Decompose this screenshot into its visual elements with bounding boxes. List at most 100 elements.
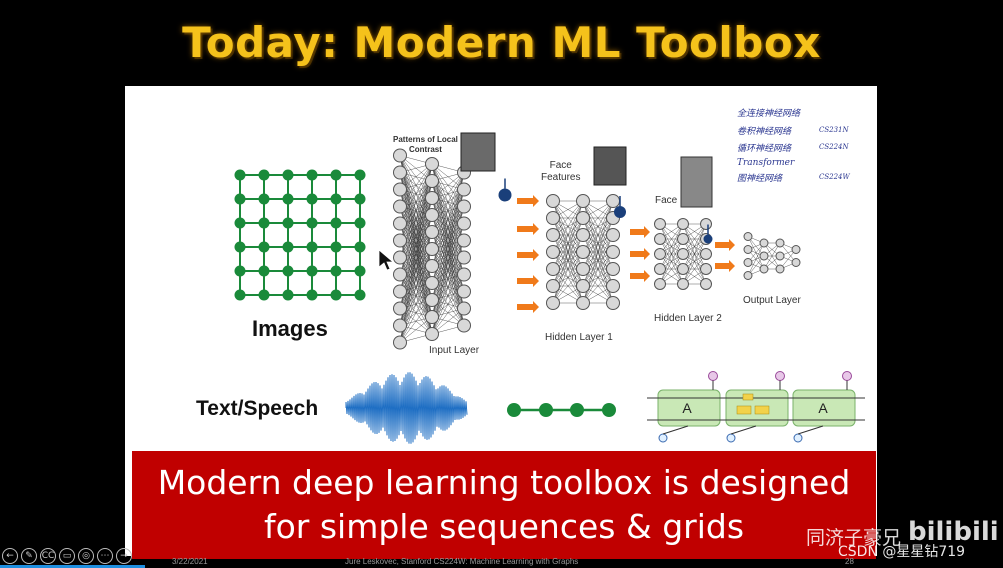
rnn-output-node: [708, 371, 718, 381]
images-label: Images: [252, 316, 328, 341]
grid-node: [330, 169, 342, 181]
footer-author: Jure Leskovec, Stanford CS224W: Machine …: [345, 557, 579, 566]
grid-node: [330, 193, 342, 205]
local-contrast-thumbnail: [460, 132, 496, 172]
grid-node: [330, 265, 342, 277]
lstm-gate: [742, 393, 754, 401]
more-icon[interactable]: ⋯: [97, 548, 113, 564]
rnn-input-node: [658, 433, 668, 443]
grid-node: [258, 217, 270, 229]
input-net-node: [425, 225, 439, 239]
input-net-edge: [399, 282, 433, 343]
next-slide-icon[interactable]: →: [116, 548, 132, 564]
hidden1-net-node: [546, 228, 560, 242]
zoom-icon[interactable]: ◎: [78, 548, 94, 564]
screen-icon[interactable]: ▭: [59, 548, 75, 564]
hidden2-net-edge: [682, 223, 707, 285]
hidden2-net-edge: [659, 223, 684, 255]
note-gnn: 图神经网络: [737, 174, 783, 184]
output-net-edge: [763, 242, 781, 270]
hidden1-net-edge: [582, 251, 614, 304]
hidden2-net-node: [654, 278, 666, 290]
input-net-edge: [399, 163, 433, 224]
input-net-edge: [431, 274, 465, 335]
hidden-layer-1-label: Hidden Layer 1: [545, 332, 613, 343]
patterns-label-line2: Contrast: [409, 145, 442, 154]
speech-waveform: [345, 372, 468, 444]
rnn-input-node: [793, 433, 803, 443]
progress-bar[interactable]: [0, 565, 146, 568]
input-net-edge: [431, 291, 465, 335]
grid-node: [354, 193, 366, 205]
input-to-hidden-arrow: [517, 275, 539, 287]
patterns-label-line1: Patterns of Local: [393, 135, 458, 144]
hidden2-net-edge: [659, 223, 684, 270]
grid-node: [306, 217, 318, 229]
grid-node: [282, 289, 294, 301]
hidden2-net-edge: [659, 253, 684, 285]
grid-node: [354, 217, 366, 229]
hidden2-net-node: [700, 278, 712, 290]
hidden1-net-node: [606, 194, 620, 208]
output-net-node: [759, 251, 769, 261]
hidden1-net-node: [546, 296, 560, 310]
pen-icon[interactable]: ✎: [21, 548, 37, 564]
hidden-to-output-arrow: [715, 260, 735, 272]
hidden2-net-node: [654, 263, 666, 275]
output-net-node: [743, 245, 753, 254]
grid-node: [306, 289, 318, 301]
hidden2-net-edge: [659, 223, 684, 285]
note-gnn-course: CS224W: [819, 173, 850, 181]
grid-node: [354, 289, 366, 301]
output-net-node: [791, 245, 801, 254]
input-net-node: [425, 327, 439, 341]
input-net-node: [457, 267, 471, 282]
hidden1-net-node: [576, 279, 590, 293]
grid-node: [282, 241, 294, 253]
input-net-node: [393, 267, 407, 282]
input-net-node: [425, 191, 439, 205]
banner-line2: for simple sequences & grids: [263, 507, 745, 546]
output-net-node: [791, 258, 801, 267]
input-net-node: [457, 284, 471, 299]
input-net-node: [393, 250, 407, 265]
mouse-cursor-icon: [378, 249, 395, 271]
captions-icon[interactable]: CC: [40, 548, 56, 564]
grid-node: [354, 241, 366, 253]
hidden-layer-2-label: Hidden Layer 2: [654, 313, 722, 324]
slide-title: Today: Modern ML Toolbox: [182, 18, 821, 67]
hidden1-net-edge: [552, 200, 584, 253]
input-net-node: [425, 293, 439, 307]
input-net-edge: [431, 172, 465, 335]
grid-node: [234, 169, 246, 181]
hidden2-net-edge: [659, 238, 684, 285]
hidden-to-output-arrow: [715, 239, 735, 251]
rnn-cell-label-right: A: [818, 400, 828, 416]
output-net-node: [759, 238, 769, 248]
sequence-node: [507, 403, 521, 417]
input-net-edge: [431, 172, 465, 318]
hidden1-net-edge: [552, 251, 584, 304]
output-net-node: [775, 238, 785, 248]
hidden2-net-node: [654, 218, 666, 230]
grid-node: [234, 241, 246, 253]
input-net-node: [393, 318, 407, 333]
note-transformer: Transformer: [737, 158, 795, 168]
hidden1-net-node: [546, 279, 560, 293]
hidden1-net-node: [606, 245, 620, 259]
grid-node: [258, 241, 270, 253]
output-net-node: [775, 251, 785, 261]
input-net-node: [425, 208, 439, 222]
input-net-node: [457, 182, 471, 197]
hidden1-net-edge: [552, 234, 584, 304]
face-features-line2: Features: [541, 172, 581, 183]
hidden1-net-node: [606, 279, 620, 293]
hidden1-net-node: [606, 296, 620, 310]
grid-node: [234, 217, 246, 229]
grid-node: [330, 289, 342, 301]
prev-slide-icon[interactable]: ←: [2, 548, 18, 564]
input-net-edge: [399, 163, 433, 207]
input-net-edge: [399, 299, 433, 343]
hidden2-net-node: [677, 278, 689, 290]
